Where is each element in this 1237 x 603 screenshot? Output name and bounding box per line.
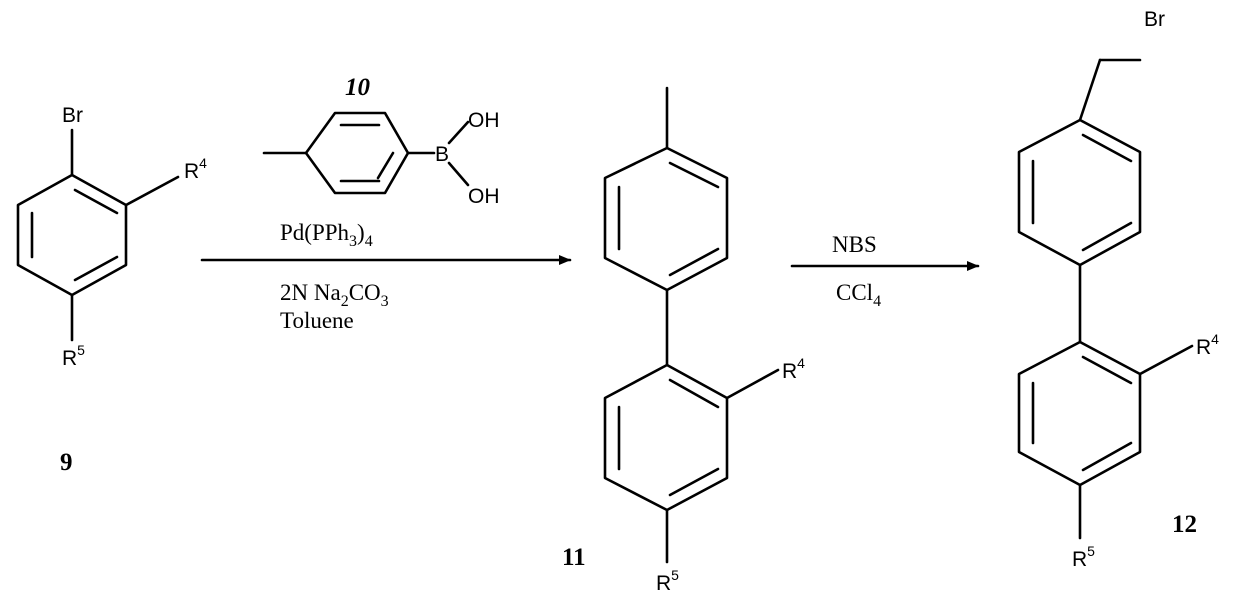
compound-10: 10 B OH OH xyxy=(264,74,500,208)
compound-12-number: 12 xyxy=(1172,511,1197,538)
step-1-base: 2N Na2CO3 xyxy=(280,280,389,310)
compound-11-r5-label: R5 xyxy=(656,567,679,595)
compound-10-ring xyxy=(306,113,408,193)
step-1-solvent: Toluene xyxy=(280,308,354,333)
compound-12-ch2-bond xyxy=(1080,60,1100,120)
compound-10-oh-bottom-label: OH xyxy=(468,185,500,208)
compound-10-number: 10 xyxy=(345,74,371,101)
compound-9-r4-bond xyxy=(126,177,178,205)
step-1-catalyst: Pd(PPh3)4 xyxy=(280,220,373,250)
compound-9-r4-label: R4 xyxy=(184,155,207,183)
compound-12-bottom-ring xyxy=(1019,342,1140,485)
compound-11-bottom-ring xyxy=(605,365,727,510)
compound-11-top-ring xyxy=(605,148,727,290)
compound-12-top-ring xyxy=(1019,120,1140,265)
compound-10-oh-top-label: OH xyxy=(468,109,500,132)
compound-12-r5-label: R5 xyxy=(1072,543,1095,571)
compound-9: Br R4 R5 9 xyxy=(18,104,207,476)
compound-11-r4-label: R4 xyxy=(782,355,805,383)
step-2-solvent: CCl4 xyxy=(836,280,881,310)
compound-12-r4-bond xyxy=(1140,346,1192,374)
compound-11-r4-bond xyxy=(727,370,778,398)
compound-11-number: 11 xyxy=(562,544,586,571)
compound-12-br-label: Br xyxy=(1144,8,1165,31)
step-1: Pd(PPh3)4 2N Na2CO3 Toluene xyxy=(202,220,570,333)
step-2: NBS CCl4 xyxy=(792,232,978,310)
compound-9-br-label: Br xyxy=(62,104,83,127)
compound-11: R4 R5 11 xyxy=(562,88,805,595)
compound-10-b-label: B xyxy=(435,143,449,166)
step-2-reagent: NBS xyxy=(832,232,877,257)
compound-12: Br R4 R5 12 xyxy=(1019,8,1219,571)
compound-9-ring xyxy=(18,175,126,295)
compound-9-r5-label: R5 xyxy=(62,342,85,370)
compound-12-r4-label: R4 xyxy=(1196,331,1219,359)
compound-9-number: 9 xyxy=(60,449,73,476)
compound-10-oh-top-bond xyxy=(449,122,468,143)
compound-10-oh-bottom-bond xyxy=(449,163,468,185)
